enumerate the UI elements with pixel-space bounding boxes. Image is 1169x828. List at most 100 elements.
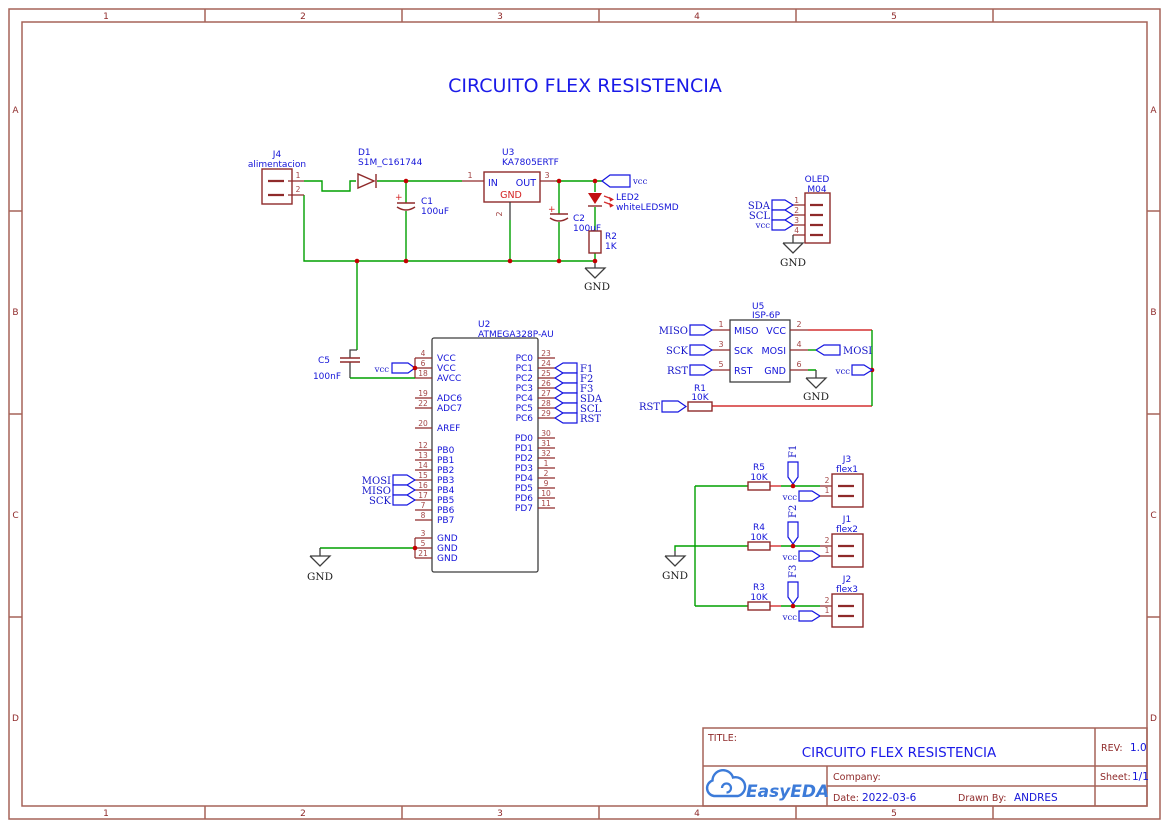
miso-net-flag[interactable]: MISO: [659, 324, 714, 337]
vcc-net-flag[interactable]: vcc: [782, 490, 822, 503]
frame-col-label: 2: [300, 809, 306, 819]
diode-d1[interactable]: D1 S1M_C161744: [357, 148, 423, 190]
scl-net-flag[interactable]: SCL: [553, 402, 602, 415]
pin-name: PC6: [516, 414, 534, 424]
net-label: F1: [788, 445, 799, 458]
ref-designator: J2: [842, 575, 851, 585]
pin-name: VCC: [437, 364, 456, 374]
vcc-net-flag[interactable]: vcc: [601, 174, 648, 188]
regulator-u3[interactable]: 1 3 2 IN OUT GND U3 KA7805ERTF: [462, 148, 559, 261]
miso-net-flag[interactable]: MISO: [362, 484, 417, 497]
pin-name: PC3: [516, 384, 533, 394]
company-label: Company:: [833, 772, 881, 783]
pin-number: 1: [296, 171, 301, 180]
pin-name: PD4: [515, 474, 533, 484]
capacitor-c5[interactable]: C5 100nF: [313, 349, 415, 382]
pin-name: ADC7: [437, 404, 462, 414]
pin-name: PD2: [515, 454, 533, 464]
flex-sensor-inputs[interactable]: GND R5 10K F1 vcc 2 1 J3 flex1: [662, 445, 864, 628]
mcu-u2[interactable]: U2 ATMEGA328P-AU 4 6 18 19 22 20 12 13 1…: [307, 320, 603, 583]
net-label: RST: [667, 366, 688, 377]
f2-net-flag[interactable]: [787, 521, 799, 546]
f2-net-flag[interactable]: F2: [553, 372, 593, 385]
cloud-curl-icon: [720, 782, 733, 794]
led-led2[interactable]: LED2 whiteLEDSMD: [588, 193, 679, 213]
f1-net-flag[interactable]: [787, 461, 799, 486]
sda-net-flag[interactable]: SDA: [553, 392, 603, 405]
sda-net-flag[interactable]: SDA: [748, 199, 795, 212]
gnd-symbol[interactable]: GND: [662, 551, 688, 582]
mosi-net-flag[interactable]: MOSI: [808, 344, 872, 357]
rst-net-flag[interactable]: RST: [639, 400, 688, 413]
vcc-net-flag[interactable]: vcc: [835, 364, 874, 377]
pin-number: 19: [418, 389, 428, 398]
title-block: TITLE: CIRCUITO FLEX RESISTENCIA REV: 1.…: [702, 727, 1149, 807]
part-value: flex1: [836, 465, 858, 475]
resistor-r2[interactable]: R2 1K: [588, 230, 618, 254]
capacitor-c2[interactable]: + C2 100uF: [548, 205, 601, 234]
f1-net-flag[interactable]: F1: [553, 362, 593, 375]
connector-j3[interactable]: [831, 473, 864, 508]
vcc-net-flag[interactable]: vcc: [755, 219, 795, 231]
isp-header-u5[interactable]: U5 ISP-6P 1 3 5 2 4 6 MISO SCK RST VCC M…: [639, 302, 875, 413]
mosi-net-flag[interactable]: MOSI: [362, 474, 417, 487]
resistor-r1[interactable]: R1 10K: [687, 384, 713, 412]
part-value: 100uF: [573, 224, 601, 234]
connector-j1[interactable]: [831, 533, 864, 568]
pin-number: 6: [796, 360, 801, 369]
gnd-symbol[interactable]: GND: [803, 370, 829, 403]
flex-row-2[interactable]: R4 10K F2 vcc 2 1 J1 flex2: [695, 505, 864, 568]
pin-number: 24: [541, 359, 551, 368]
pin-name: PD5: [515, 484, 533, 494]
drawn-by-value[interactable]: ANDRES: [1014, 792, 1058, 804]
connector-j4[interactable]: 1 2 J4 alimentacion: [248, 150, 306, 205]
f3-net-flag[interactable]: F3: [553, 382, 593, 395]
oled-connector[interactable]: 1 2 3 4 OLED M04 SDA SCL vcc GND: [748, 175, 831, 269]
rev-value[interactable]: 1.0: [1130, 742, 1147, 754]
vcc-net-flag[interactable]: vcc: [374, 362, 417, 375]
capacitor-c1[interactable]: + C1 100uF: [395, 193, 449, 217]
part-value: whiteLEDSMD: [616, 203, 679, 213]
sck-net-flag[interactable]: SCK: [666, 344, 714, 357]
pin-number: 1: [718, 320, 723, 329]
pin-name: AVCC: [437, 374, 461, 384]
vcc-net-flag[interactable]: vcc: [782, 610, 822, 623]
part-value: 10K: [750, 533, 768, 543]
sheet-value[interactable]: 1/1: [1132, 771, 1149, 783]
pin-name: PB7: [437, 516, 454, 526]
rst-net-flag[interactable]: RST: [553, 412, 601, 425]
sheet-label: Sheet:: [1100, 772, 1131, 783]
pin-number: 2: [796, 320, 801, 329]
date-value[interactable]: 2022-03-6: [862, 792, 917, 804]
net-label: RST: [580, 414, 601, 425]
flex-row-3[interactable]: R3 10K F3 vcc 2 1 J2 flex3: [695, 565, 864, 628]
scl-net-flag[interactable]: SCL: [749, 209, 795, 222]
rst-net-flag[interactable]: RST: [667, 364, 714, 377]
ref-designator: OLED: [805, 175, 830, 185]
part-value: S1M_C161744: [358, 158, 423, 168]
pin-name: PC5: [516, 404, 533, 414]
f3-net-flag[interactable]: [787, 581, 799, 606]
pin-number: 2: [825, 596, 830, 605]
power-supply-circuit[interactable]: 1 2 J4 alimentacion D1 S1M_C161744 + C1 …: [248, 148, 679, 350]
pin-name: PD0: [515, 434, 533, 444]
flex-row-1[interactable]: R5 10K F1 vcc 2 1 J3 flex1: [695, 445, 864, 508]
pin-name: PB1: [437, 456, 454, 466]
connector-j2[interactable]: [831, 593, 864, 628]
sck-net-flag[interactable]: SCK: [369, 494, 417, 507]
net-label: GND: [803, 391, 829, 403]
ref-designator: D1: [358, 148, 371, 158]
pin-number: 31: [541, 439, 551, 448]
title-label: TITLE:: [707, 733, 737, 744]
gnd-symbol[interactable]: GND: [584, 261, 610, 293]
page-title[interactable]: CIRCUITO FLEX RESISTENCIA: [448, 75, 722, 97]
ref-designator: J1: [842, 515, 851, 525]
part-value: 100uF: [421, 207, 449, 217]
gnd-symbol[interactable]: GND: [780, 235, 806, 269]
vcc-net-flag[interactable]: vcc: [782, 550, 822, 563]
pin-name: PD3: [515, 464, 533, 474]
gnd-symbol[interactable]: GND: [307, 548, 333, 583]
title-value[interactable]: CIRCUITO FLEX RESISTENCIA: [802, 745, 997, 761]
ref-designator: U2: [478, 320, 490, 330]
